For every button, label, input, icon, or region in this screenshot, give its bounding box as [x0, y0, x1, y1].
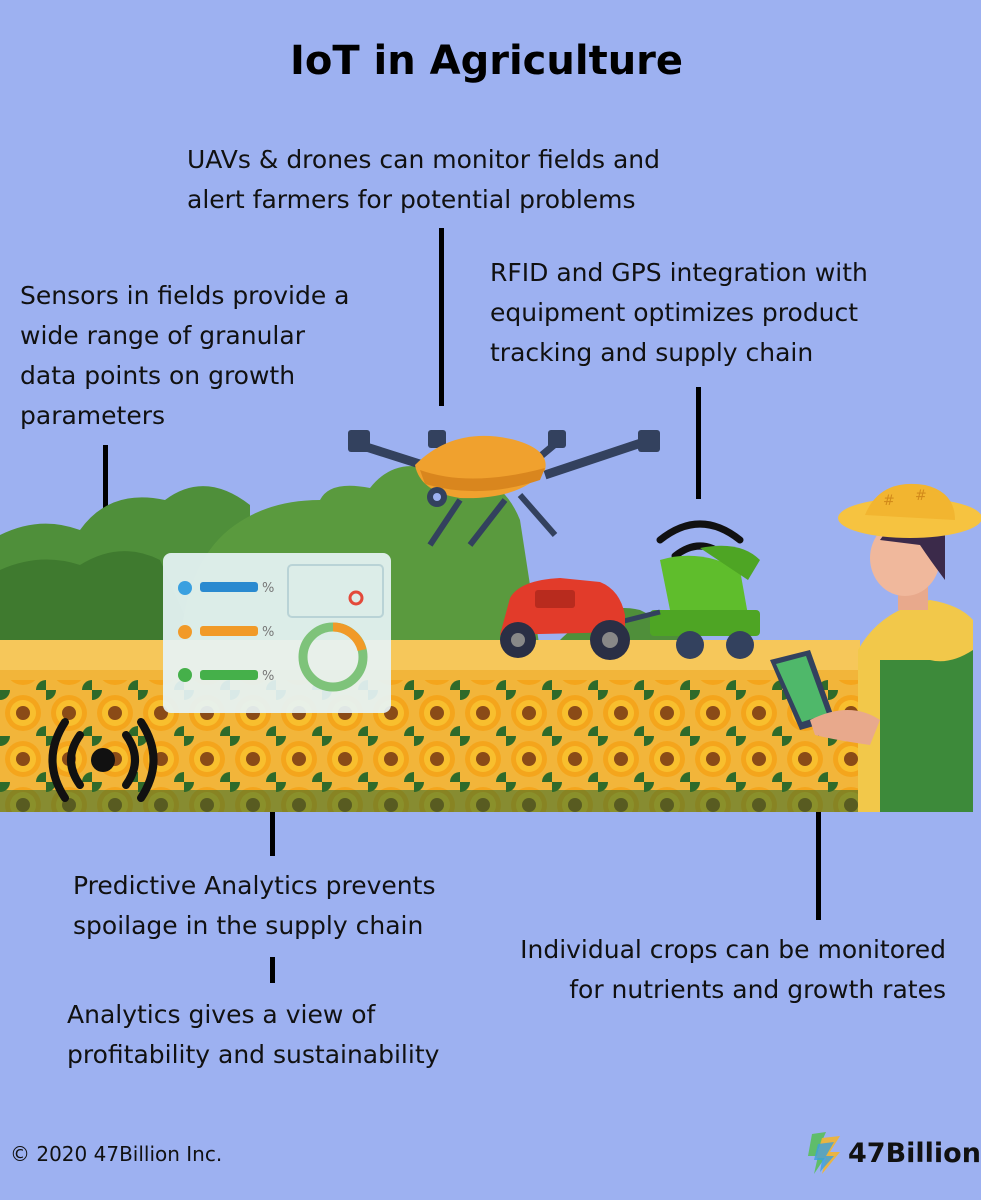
connector-crops: [816, 758, 821, 920]
drone-icon: [348, 430, 660, 547]
dashboard-percent-1: %: [262, 581, 274, 596]
harvester-icon: [619, 545, 760, 659]
tractor-icon: [500, 578, 630, 660]
svg-text:#: #: [915, 488, 927, 504]
dashboard-percent-3: %: [262, 669, 274, 684]
caption-analytics: Analytics gives a view of profitability …: [67, 1000, 440, 1069]
farmer-illustration: # #: [770, 483, 981, 812]
caption-sensors: Sensors in fields provide a wide range o…: [20, 281, 350, 430]
connector-drones: [439, 228, 444, 406]
svg-text:#: #: [883, 493, 895, 509]
caption-rfid-gps: RFID and GPS integration with equipment …: [490, 258, 868, 367]
47billion-logo-icon: [808, 1132, 840, 1174]
sensor-signal-icon: [48, 718, 158, 802]
analytics-dashboard: [163, 553, 391, 713]
copyright-text: © 2020 47Billion Inc.: [10, 1142, 223, 1166]
connector-rfid: [696, 387, 701, 499]
brand-name: 47Billion: [848, 1138, 981, 1169]
connector-analytics: [270, 957, 275, 983]
caption-drones: UAVs & drones can monitor fields and ale…: [187, 145, 660, 214]
caption-crops: Individual crops can be monitored for nu…: [520, 935, 946, 1004]
caption-predictive-analytics: Predictive Analytics prevents spoilage i…: [73, 871, 436, 940]
dashboard-percent-2: %: [262, 625, 274, 640]
page-title: IoT in Agriculture: [289, 38, 684, 84]
